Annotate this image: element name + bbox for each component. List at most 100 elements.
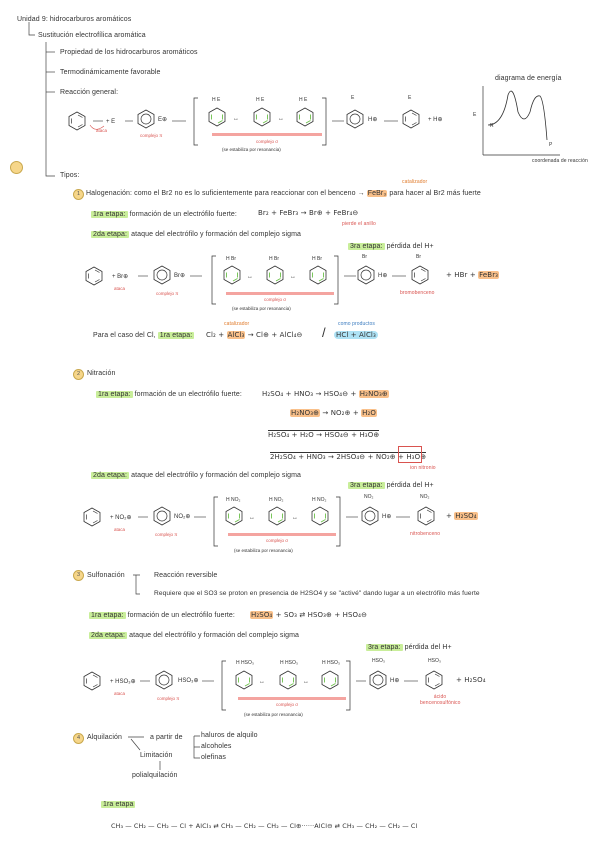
svg-text:complejo σ: complejo σ bbox=[256, 139, 278, 144]
svg-text:ataca: ataca bbox=[114, 691, 126, 696]
alkylation-poly: polialquilación bbox=[132, 772, 178, 779]
svg-text:(se estabiliza por resonancia): (se estabiliza por resonancia) bbox=[222, 147, 281, 152]
svg-text:+ NO₂⊕: + NO₂⊕ bbox=[110, 515, 132, 521]
svg-text:H⊕: H⊕ bbox=[378, 273, 387, 279]
svg-text:E⊕: E⊕ bbox=[158, 117, 167, 123]
nitrobenzene-label: nitrobenceno bbox=[410, 531, 441, 537]
svg-text:E: E bbox=[473, 112, 477, 118]
svg-text:H Br: H Br bbox=[312, 256, 322, 262]
decorative-dot bbox=[10, 161, 23, 174]
svg-text:H⊕: H⊕ bbox=[368, 117, 377, 123]
nitration-title: Nitración bbox=[87, 370, 116, 377]
svg-text:HSO₃: HSO₃ bbox=[428, 658, 441, 664]
nitration-stage1: 1ra etapa: formación de un electrófilo f… bbox=[96, 391, 242, 398]
svg-text:+ HSO₃⊕: + HSO₃⊕ bbox=[110, 679, 136, 685]
number-badge-2: 2 bbox=[73, 369, 84, 380]
number-badge-3: 3 bbox=[73, 570, 84, 581]
energy-diagram-title: diagrama de energía bbox=[495, 75, 562, 82]
alkylation-equation: CH₃ — CH₂ — CH₂ — Cl + AlCl₃ ⇄ CH₃ — CH₂… bbox=[111, 822, 418, 830]
svg-text:↔: ↔ bbox=[233, 116, 239, 122]
halogen-stage3: 3ra etapa: pérdida del H+ bbox=[348, 243, 434, 250]
halogen-tail: + HBr + FeBr₃ bbox=[446, 271, 500, 279]
svg-text:HSO₃: HSO₃ bbox=[372, 658, 385, 664]
number-badge-4: 4 bbox=[73, 733, 84, 744]
svg-text:↔: ↔ bbox=[278, 116, 284, 122]
svg-text:Br: Br bbox=[362, 254, 367, 260]
svg-text:complejo σ: complejo σ bbox=[276, 702, 298, 707]
sulfonic-acid-label: ácido bencenosulfónico bbox=[420, 694, 461, 706]
nitration-stage3: 3ra etapa: pérdida del H+ bbox=[348, 482, 434, 489]
svg-text:+ H⊕: + H⊕ bbox=[428, 117, 443, 123]
svg-text:H NO₂: H NO₂ bbox=[226, 497, 241, 503]
svg-text:H E: H E bbox=[299, 97, 308, 103]
catalyst-label: catalizador bbox=[402, 179, 428, 185]
svg-text:HSO₃⊕: HSO₃⊕ bbox=[178, 678, 198, 684]
svg-text:H⊕: H⊕ bbox=[390, 678, 399, 684]
nitration-eq3: H₂SO₄ + H₂O → HSO₄⊖ + H₃O⊕ bbox=[268, 430, 380, 439]
sulfonation-stage2: 2da etapa: ataque del electrófilo y form… bbox=[89, 632, 300, 639]
alkylation-from-item-3: olefinas bbox=[201, 754, 226, 761]
nitronium-box bbox=[398, 446, 422, 463]
svg-text:H HSO₃: H HSO₃ bbox=[322, 660, 340, 666]
nitronium-label: ion nitronio bbox=[410, 465, 436, 471]
svg-text:(se estabiliza por resonancia): (se estabiliza por resonancia) bbox=[234, 548, 293, 553]
svg-text:↔: ↔ bbox=[259, 679, 265, 685]
number-badge-1: 1 bbox=[73, 189, 84, 200]
chlorine-catalyst-note: catalizador bbox=[224, 321, 250, 327]
alkylation-title: Alquilación bbox=[87, 734, 122, 741]
nitration-stage2: 2da etapa: ataque del electrófilo y form… bbox=[91, 472, 302, 479]
svg-text:+ E: + E bbox=[106, 119, 115, 125]
nitration-eq4: 2H₂SO₄ + HNO₃ → 2HSO₄⊖ + NO₂⊕ + H₃O⊕ bbox=[270, 452, 427, 461]
svg-text:↔: ↔ bbox=[290, 274, 296, 280]
svg-text:H E: H E bbox=[212, 97, 221, 103]
page-title: Unidad 9: hidrocarburos aromáticos bbox=[17, 16, 132, 23]
alkylation-from-item-1: haluros de alquilo bbox=[201, 732, 258, 739]
svg-text:H NO₂: H NO₂ bbox=[269, 497, 284, 503]
svg-text:complejo σ: complejo σ bbox=[266, 538, 288, 543]
svg-text:E: E bbox=[351, 95, 355, 101]
svg-text:E: E bbox=[408, 95, 412, 101]
chlorine-equation: Cl₂ + AlCl₃ → Cl⊕ + AlCl₄⊖ bbox=[206, 331, 303, 339]
svg-text:+ Br⊕: + Br⊕ bbox=[112, 274, 128, 280]
alkylation-from-item-2: alcoholes bbox=[201, 743, 232, 750]
energy-x-axis-label: coordenada de reacción bbox=[532, 158, 588, 164]
halogen-stage1-equation: Br₂ + FeBr₃ → Br⊕ + FeBr₄⊖ bbox=[258, 209, 359, 217]
sulfonation-stage1: 1ra etapa: formación de un electrófilo f… bbox=[89, 612, 235, 619]
svg-text:H⊕: H⊕ bbox=[382, 514, 391, 520]
svg-text:complejo π: complejo π bbox=[140, 133, 162, 138]
svg-text:↔: ↔ bbox=[303, 679, 309, 685]
bromobenzene-label: bromobenceno bbox=[400, 290, 435, 296]
item-termodinamica: Termodinámicamente favorable bbox=[60, 69, 161, 76]
sulfonation-stage3: 3ra etapa: pérdida del H+ bbox=[366, 644, 452, 651]
slash-divider: / bbox=[322, 325, 326, 340]
svg-text:R: R bbox=[490, 123, 494, 129]
item-reaccion-general: Reacción general: bbox=[60, 89, 119, 96]
svg-text:H HSO₃: H HSO₃ bbox=[236, 660, 254, 666]
svg-text:ataca: ataca bbox=[96, 128, 108, 133]
sulfonation-reversible: Reacción reversible bbox=[154, 572, 218, 579]
section-title: Sustitución electrofílica aromática bbox=[38, 32, 146, 39]
halogenation-intro: Halogenación: como el Br2 no es lo sufic… bbox=[86, 190, 481, 197]
svg-text:(se estabiliza por resonancia): (se estabiliza por resonancia) bbox=[232, 306, 291, 311]
chlorine-case: Para el caso del Cl, 1ra etapa: bbox=[93, 332, 195, 339]
svg-text:complejo π: complejo π bbox=[156, 291, 178, 296]
svg-text:NO₂: NO₂ bbox=[420, 494, 430, 500]
chlorine-products-label: como productos bbox=[338, 321, 375, 327]
item-tipos: Tipos: bbox=[60, 172, 80, 179]
svg-text:H NO₂: H NO₂ bbox=[312, 497, 327, 503]
sulfonation-eq: H₂SO₄ + SO₃ ⇄ HSO₃⊕ + HSO₄⊖ bbox=[250, 611, 368, 619]
sulfonation-title: Sulfonación bbox=[87, 572, 125, 579]
halogen-stage2: 2da etapa: ataque del electrófilo y form… bbox=[91, 231, 302, 238]
item-propiedad: Propiedad de los hidrocarburos aromático… bbox=[60, 49, 198, 56]
svg-text:P: P bbox=[549, 142, 553, 148]
svg-text:complejo π: complejo π bbox=[157, 696, 179, 701]
svg-text:complejo π: complejo π bbox=[155, 532, 177, 537]
svg-text:H Br: H Br bbox=[226, 256, 236, 262]
nitration-tail: + H₂SO₄ bbox=[446, 512, 478, 520]
